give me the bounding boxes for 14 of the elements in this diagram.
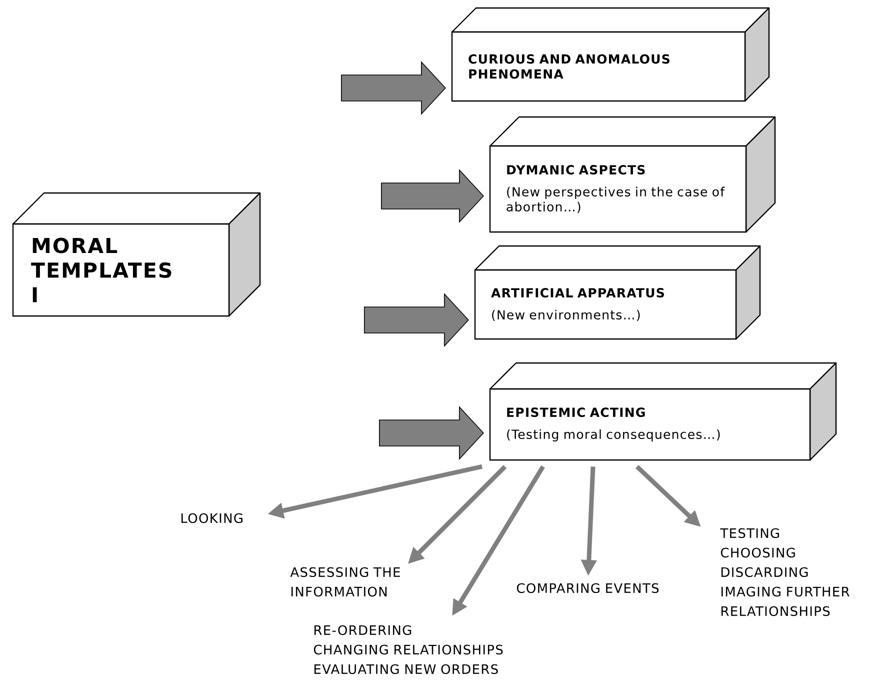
- block-box: MORAL TEMPLATES I: [12, 192, 261, 317]
- block-arrow: [381, 168, 484, 224]
- activity-label: LOOKING: [181, 513, 242, 524]
- activity-label: COMPARING EVENTS: [516, 583, 659, 594]
- block-box: DYMANIC ASPECTS (New perspectives in the case of abortion…): [489, 116, 776, 233]
- block-arrow: [341, 60, 446, 116]
- activity-label: TESTING CHOOSING DISCARDING IMAGING FURTHER RELATIONSHIPS: [720, 528, 850, 616]
- activity-label: ASSESSING THE INFORMATION: [290, 567, 400, 597]
- block-box: ARTIFICIAL APPARATUS (New environments…): [474, 245, 761, 340]
- block-box: CURIOUS AND ANOMALOUS PHENOMENA: [451, 7, 770, 102]
- block-arrow: [379, 406, 484, 460]
- block-box: EPISTEMIC ACTING (Testing moral consequences…): [489, 362, 837, 461]
- block-arrow: [364, 292, 469, 348]
- activity-label: RE-ORDERING CHANGING RELATIONSHIPS EVALUATING NEW ORDERS: [314, 625, 503, 674]
